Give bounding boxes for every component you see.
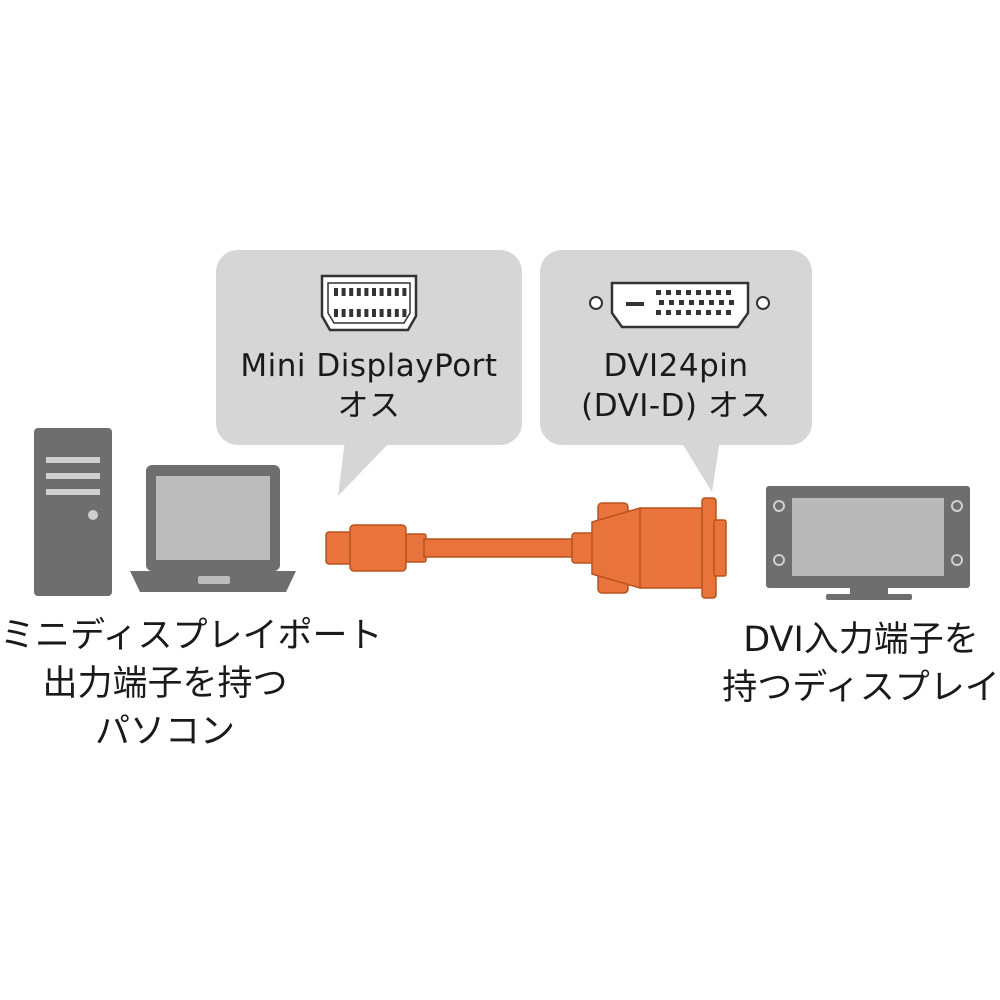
- mini-displayport-label-line2: オス: [337, 388, 401, 424]
- dvi-pin: [716, 290, 721, 295]
- mdp-pin: [402, 288, 407, 296]
- mdp-pin: [387, 309, 392, 317]
- dvi-pin: [716, 310, 721, 315]
- dvi-pin: [726, 290, 731, 295]
- dvi-pin: [676, 310, 681, 315]
- mdp-pin: [394, 288, 399, 296]
- mini-displayport-label: Mini DisplayPort オス: [216, 346, 522, 426]
- dvi-pin: [689, 300, 694, 305]
- mdp-pin: [364, 309, 369, 317]
- display-caption: DVI入力端子を 持つディスプレイ: [722, 616, 1000, 712]
- desktop-tower-icon: [34, 428, 112, 596]
- mdp-pin: [387, 288, 392, 296]
- dvi-pin: [659, 300, 664, 305]
- dvi-pin: [706, 310, 711, 315]
- display-caption-line2: 持つディスプレイ: [722, 668, 1000, 708]
- dvi-label: DVI24pin (DVI-D) オス: [540, 346, 812, 426]
- bubble-mini-displayport: [216, 250, 522, 496]
- display-caption-line1: DVI入力端子を: [743, 620, 979, 660]
- mdp-pin: [379, 309, 384, 317]
- dvi-pin: [696, 290, 701, 295]
- pc-caption-line3: パソコン: [94, 712, 235, 752]
- mdp-pin: [341, 309, 346, 317]
- mdp-pin: [356, 288, 361, 296]
- mdp-pin: [372, 288, 376, 296]
- mdp-pin: [356, 309, 361, 317]
- mdp-pin: [349, 288, 354, 296]
- dvi-pin: [669, 300, 674, 305]
- pc-caption-line1: ミニディスプレイポート: [0, 616, 383, 656]
- dvi-pin: [676, 290, 681, 295]
- dvi-pin: [686, 290, 691, 295]
- dvi-pin: [656, 290, 661, 295]
- dvi-pin: [719, 300, 724, 305]
- dvi-connector-icon: [589, 281, 770, 329]
- mini-displayport-connector-icon: [320, 274, 418, 332]
- mdp-pin: [334, 309, 338, 317]
- dvi-pin: [699, 300, 704, 305]
- dvi-pin: [729, 300, 734, 305]
- monitor-icon: [766, 486, 970, 600]
- dvi-pin: [679, 300, 684, 305]
- dvi-label-line1: DVI24pin: [603, 348, 749, 384]
- mdp-pin: [402, 309, 407, 317]
- pc-caption-line2: 出力端子を持つ: [42, 664, 288, 704]
- mdp-pin: [394, 309, 399, 317]
- mdp-pin: [379, 288, 384, 296]
- mdp-pin: [341, 288, 346, 296]
- dvi-pin: [696, 310, 701, 315]
- dvi-label-line2: (DVI-D) オス: [581, 388, 771, 424]
- mdp-pin: [349, 309, 354, 317]
- dvi-pin: [709, 300, 714, 305]
- dvi-pin: [666, 290, 671, 295]
- mdp-pin: [334, 288, 338, 296]
- pc-caption: ミニディスプレイポート 出力端子を持つ パソコン: [0, 612, 383, 756]
- dvi-pin: [706, 290, 711, 295]
- laptop-icon: [130, 465, 296, 592]
- dvi-pin: [666, 310, 671, 315]
- mdp-pin: [372, 309, 376, 317]
- dvi-pin: [686, 310, 691, 315]
- mini-displayport-label-line1: Mini DisplayPort: [240, 348, 498, 384]
- dvi-pin: [656, 310, 661, 315]
- cable-icon: [325, 497, 727, 599]
- mdp-pin: [364, 288, 369, 296]
- dvi-pin: [726, 310, 731, 315]
